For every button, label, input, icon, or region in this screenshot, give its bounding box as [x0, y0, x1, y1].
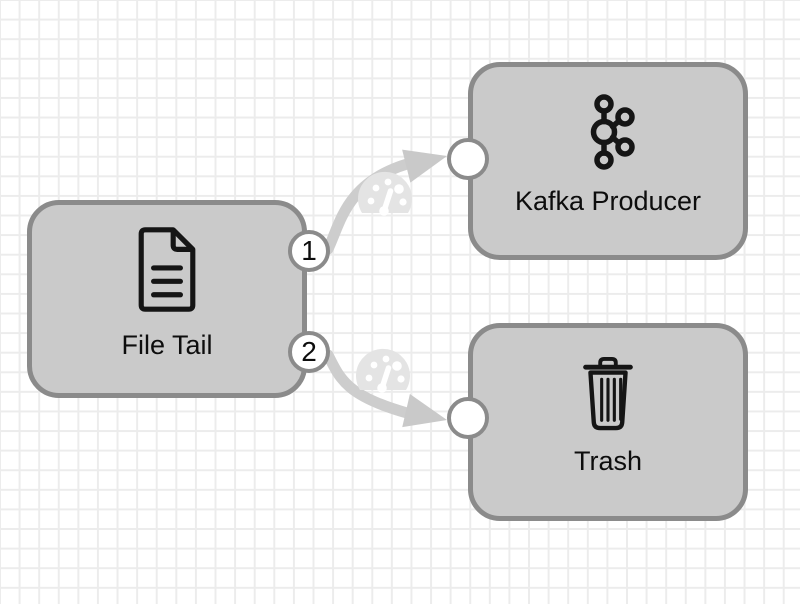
output-port-1-label: 1 [301, 235, 317, 266]
output-port-2-label: 2 [301, 336, 317, 367]
node-file-tail[interactable]: File Tail [27, 200, 307, 398]
output-port-2[interactable]: 2 [288, 331, 330, 373]
node-label: File Tail [121, 330, 213, 360]
kafka-icon [590, 94, 635, 170]
edge-2-path[interactable] [322, 349, 413, 419]
input-port-trash[interactable] [447, 397, 489, 439]
output-port-1[interactable]: 1 [288, 230, 330, 272]
node-label: Kafka Producer [514, 186, 702, 216]
edge-1-arrowhead-icon [402, 149, 447, 183]
edge-1-path[interactable] [322, 158, 413, 255]
edge-2[interactable] [322, 349, 451, 437]
node-trash[interactable]: Trash [468, 323, 748, 521]
edge-1[interactable] [322, 140, 451, 255]
edge-2-arrowhead-icon [402, 393, 447, 428]
document-icon [138, 227, 196, 312]
node-label: Trash [573, 446, 642, 476]
trash-icon [583, 356, 633, 431]
node-kafka-producer[interactable]: Kafka Producer [468, 62, 748, 260]
edge-2-metrics-gauge-icon [356, 349, 410, 393]
input-port-kafka-producer[interactable] [447, 138, 489, 180]
